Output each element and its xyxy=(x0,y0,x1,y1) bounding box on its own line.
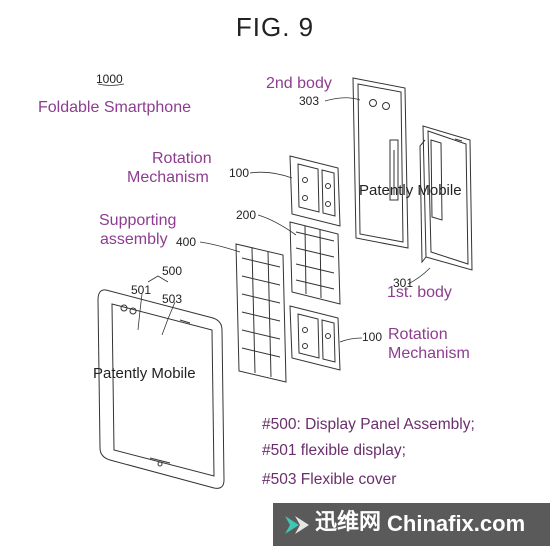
legend-500: #500: Display Panel Assembly; xyxy=(262,416,475,433)
source-banner: 迅维网 Chinafix.com xyxy=(273,503,550,546)
watermark-right: Patently Mobile xyxy=(359,182,462,199)
label-rotation-bottom-1: Rotation xyxy=(388,326,448,343)
label-supporting-1: Supporting xyxy=(99,212,177,229)
supporting-plate-200 xyxy=(289,221,341,305)
ref-503: 503 xyxy=(162,292,183,306)
label-rotation-top-1: Rotation xyxy=(152,150,212,167)
label-rotation-top-2: Mechanism xyxy=(127,169,209,186)
watermark-left: Patently Mobile xyxy=(93,365,196,382)
legend-503: #503 Flexible cover xyxy=(262,471,397,488)
figure-title: FIG. 9 xyxy=(235,12,315,42)
ref-303: 303 xyxy=(299,94,320,108)
second-body-panel xyxy=(352,77,409,249)
label-second-body: 2nd body xyxy=(266,75,332,92)
ref-400: 400 xyxy=(176,235,197,249)
label-first-body: 1st. body xyxy=(387,284,452,301)
first-body-panel xyxy=(419,125,473,271)
ref-1000: 1000 xyxy=(96,72,123,86)
rotation-mechanism-bottom xyxy=(289,305,341,371)
label-rotation-bottom-2: Mechanism xyxy=(388,345,470,362)
display-panel-assembly xyxy=(97,289,225,489)
ref-200: 200 xyxy=(236,208,257,222)
banner-site-text: Chinafix.com xyxy=(387,511,526,536)
label-foldable-smartphone: Foldable Smartphone xyxy=(38,99,191,116)
ref-501: 501 xyxy=(131,283,152,297)
rotation-mechanism-top xyxy=(289,155,341,227)
chinafix-logo-icon xyxy=(285,516,309,534)
ref-500: 500 xyxy=(162,264,183,278)
legend-501: #501 flexible display; xyxy=(262,442,406,459)
ref-100-top: 100 xyxy=(229,166,250,180)
ref-301: 301 xyxy=(393,276,414,290)
leader-lines xyxy=(97,83,431,343)
label-supporting-2: assembly xyxy=(100,231,168,248)
banner-chinese-text: 迅维网 xyxy=(315,510,382,535)
supporting-assembly-400 xyxy=(235,243,287,383)
ref-100-bottom: 100 xyxy=(362,330,383,344)
